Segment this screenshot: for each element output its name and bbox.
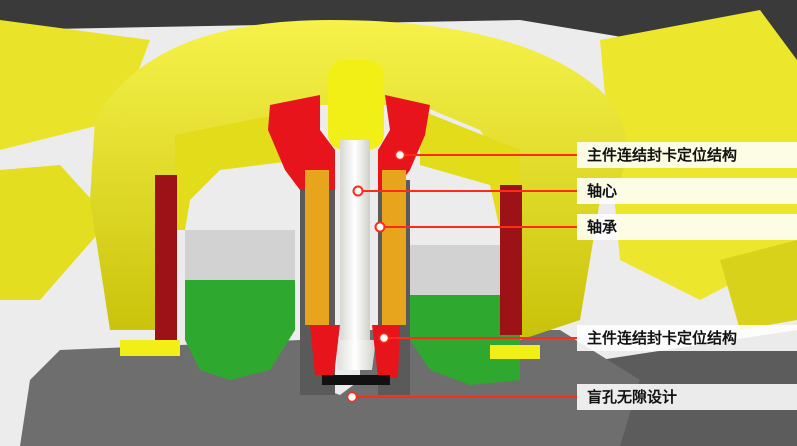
marker-dot-5 (346, 391, 358, 403)
marker-dot-1 (394, 149, 406, 161)
leader-lines (352, 154, 577, 398)
callout-label-blind-hole: 盲孔无隙设计 (577, 384, 797, 410)
winding-right (410, 295, 520, 385)
magnet-right (500, 185, 522, 335)
shaft-cap (328, 60, 384, 150)
callout-label-bearing: 轴承 (577, 214, 797, 240)
winding-left (185, 280, 295, 380)
callout-label-seal-top: 主件连结封卡定位结构 (577, 142, 797, 168)
marker-dot-4 (378, 332, 390, 344)
shaft-tip (334, 340, 376, 370)
top-seal-right (378, 95, 430, 190)
fan-blade-left-mid (0, 165, 110, 300)
bottom-seal-left (310, 325, 340, 375)
frame-dark-top (0, 0, 797, 60)
bearing-right (382, 170, 406, 325)
hub-shell (90, 20, 627, 340)
fan-blade-right-lower (720, 240, 797, 330)
terminal-left (120, 340, 180, 356)
callout-label-seal-bottom: 主件连结封卡定位结构 (577, 325, 797, 351)
top-seal-left (268, 95, 335, 190)
shaft (340, 140, 370, 340)
terminal-right (490, 345, 540, 359)
hub-inner-left (175, 110, 300, 230)
blind-hole-floor (322, 375, 390, 385)
marker-dot-2 (352, 185, 364, 197)
callout-label-shaft: 轴心 (577, 178, 797, 204)
stator-left (185, 230, 295, 280)
bearing-left (305, 170, 329, 325)
magnet-left (155, 175, 177, 340)
hub-inner-right (420, 110, 520, 230)
marker-dot-3 (374, 221, 386, 233)
